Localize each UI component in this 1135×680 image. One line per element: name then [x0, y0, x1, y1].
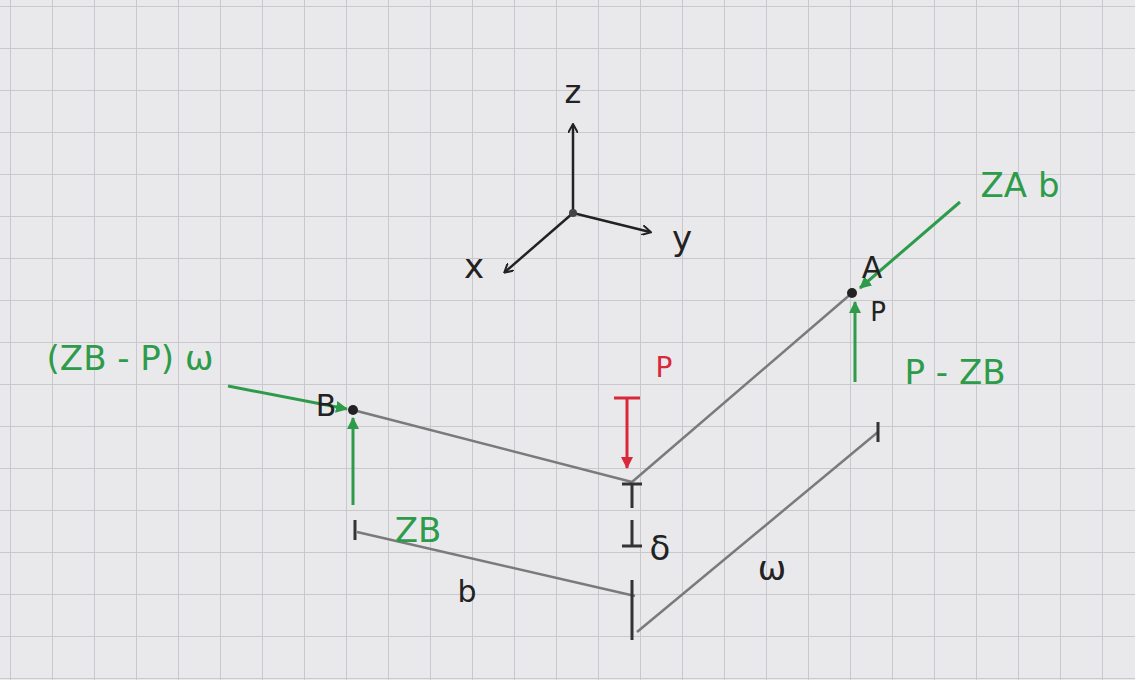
point-label: P — [870, 299, 886, 325]
dimension-label: δ — [650, 531, 671, 565]
force-label: P - ZB — [904, 355, 1005, 389]
force-label: ZB — [395, 513, 442, 547]
dimension-label: ω — [758, 551, 786, 585]
force-label: ZA b — [981, 168, 1060, 202]
force-label: (ZB - P) ω — [47, 341, 214, 375]
dimension-label: b — [457, 577, 476, 607]
load-label: P — [656, 354, 673, 382]
axis-label: x — [464, 249, 484, 283]
point-label: B — [316, 391, 337, 421]
axis-label: y — [672, 221, 692, 255]
axis-label: z — [565, 76, 582, 108]
point-label: A — [862, 253, 883, 283]
